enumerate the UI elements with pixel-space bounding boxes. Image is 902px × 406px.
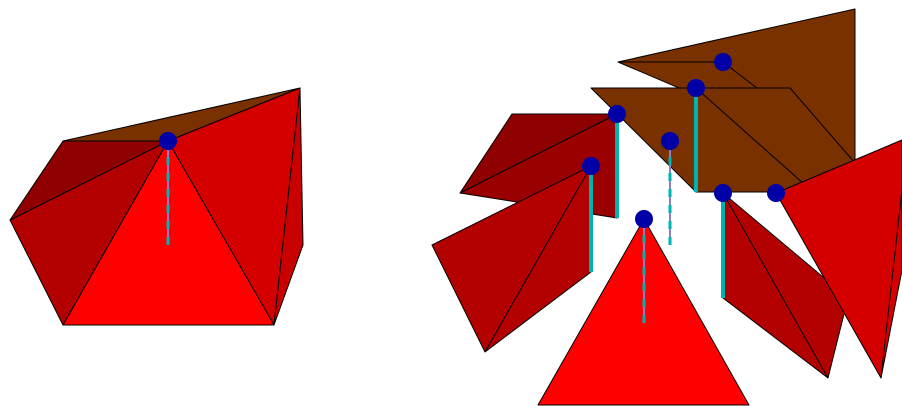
brown-face-middle-crease	[695, 87, 814, 193]
vertex-dot	[714, 53, 732, 71]
vertex-dot	[635, 210, 653, 228]
left-red-face-crease	[484, 165, 592, 353]
far-right-red-face-crease	[880, 189, 902, 379]
vertex-dot	[714, 184, 732, 202]
vertex-dot	[608, 105, 626, 123]
vertex-dot	[582, 157, 600, 175]
vertex-dot	[687, 79, 705, 97]
vertex-dot	[661, 132, 679, 150]
assembled-polyhedron	[9, 87, 304, 326]
far-right-face	[273, 87, 304, 326]
exploded-polyhedron-faces	[431, 8, 902, 406]
far-right-red-face	[775, 139, 902, 379]
right-mid-red-face-crease	[722, 192, 829, 379]
vertex-dot	[159, 132, 177, 150]
vertex-dot	[767, 184, 785, 202]
